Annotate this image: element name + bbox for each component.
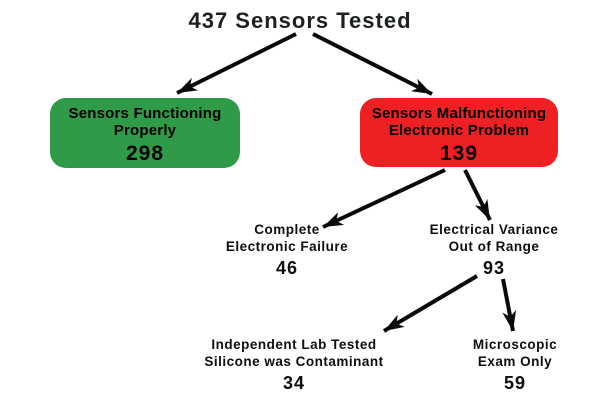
node-label: Electronic Problem: [388, 122, 530, 139]
node-label: Electrical Variance: [429, 222, 559, 237]
arrow-root-to-malfunctioning: [312, 32, 433, 96]
arrow-malfunctioning-to-complete-failure: [322, 168, 446, 229]
node-complete-electronic-failure: Complete Electronic Failure 46: [187, 221, 387, 278]
node-electrical-variance: Electrical Variance Out of Range 93: [394, 221, 594, 278]
node-label: Microscopic: [472, 337, 558, 352]
node-label: Independent Lab Tested: [211, 337, 377, 352]
node-label: Complete: [254, 222, 320, 237]
arrow-variance-to-microscopic: [501, 278, 517, 332]
node-sensors-malfunctioning: Sensors Malfunctioning Electronic Proble…: [360, 98, 558, 167]
node-label: Sensors Functioning: [68, 105, 222, 122]
node-value: 298: [125, 142, 165, 165]
node-label: Out of Range: [448, 239, 540, 254]
node-value: 59: [503, 373, 527, 393]
node-sensors-functioning: Sensors Functioning Properly 298: [50, 98, 240, 168]
node-microscopic-exam-only: Microscopic Exam Only 59: [435, 336, 595, 393]
node-label: Silicone was Contaminant: [204, 354, 384, 369]
node-value: 46: [275, 258, 299, 278]
arrow-malfunctioning-to-variance: [463, 169, 492, 221]
page-title: 437 Sensors Tested: [188, 8, 412, 33]
node-value: 139: [439, 142, 479, 165]
arrow-variance-to-independent-lab: [382, 274, 479, 333]
node-value: 93: [482, 258, 506, 278]
node-independent-lab-tested: Independent Lab Tested Silicone was Cont…: [174, 336, 414, 393]
node-label: Electronic Failure: [225, 239, 349, 254]
node-label: Exam Only: [477, 354, 553, 369]
node-value: 34: [282, 373, 306, 393]
node-label: Properly: [113, 122, 177, 139]
node-label: Sensors Malfunctioning: [371, 105, 547, 122]
arrow-root-to-functioning: [176, 32, 297, 95]
